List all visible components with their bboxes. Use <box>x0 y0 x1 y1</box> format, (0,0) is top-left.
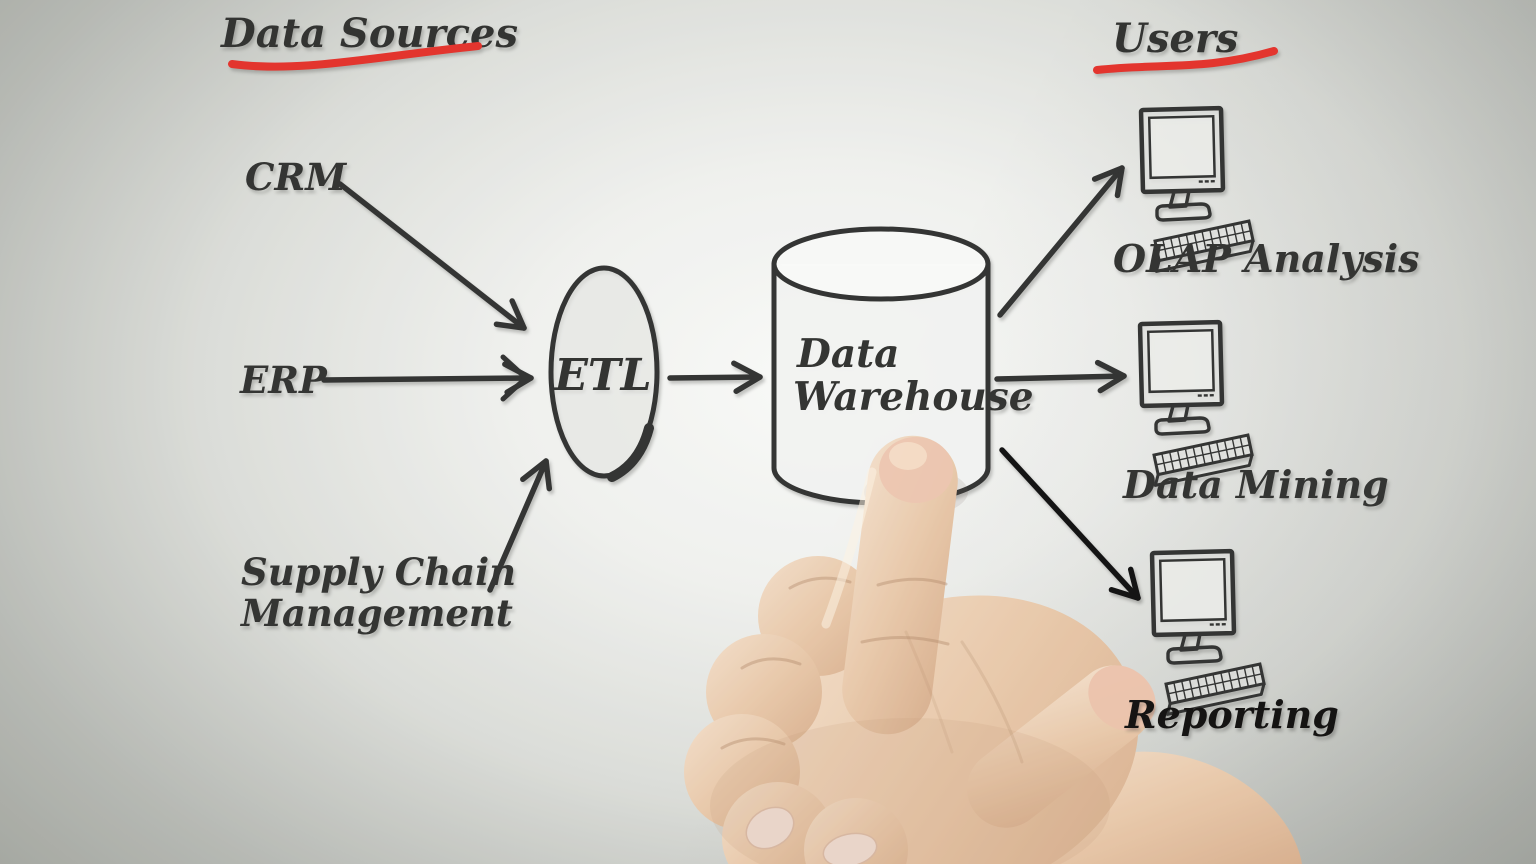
index-fingertip-highlight <box>889 442 927 470</box>
etl-ellipse-overdraw <box>607 423 654 482</box>
index-finger <box>842 435 958 735</box>
arrow-etl-to-warehouse <box>667 360 763 395</box>
source-label-crm: CRM <box>245 155 347 199</box>
red-underline-users <box>1093 47 1278 74</box>
warehouse-label-line1: Data <box>796 331 899 377</box>
fingernail <box>822 832 878 864</box>
warehouse-label-line2: Warehouse <box>793 374 1034 420</box>
arrow-erp-to-etl <box>321 361 534 395</box>
cylinder-top-ellipse <box>771 226 991 302</box>
source-label-scm-line2: Management <box>239 591 513 635</box>
fingernail <box>745 806 795 850</box>
source-label-scm-line1: Supply Chain <box>241 550 516 594</box>
etl-label: ETL <box>552 350 651 401</box>
source-label-erp: ERP <box>239 358 328 402</box>
arrow-warehouse-to-datamining <box>994 359 1127 394</box>
arrow-erp-second-chevron <box>500 354 529 402</box>
thumb-tip-blush <box>1088 665 1156 731</box>
arrow-warehouse-to-reporting <box>999 447 1141 601</box>
palm-shading <box>710 718 1110 864</box>
red-underline-data-sources <box>228 42 482 71</box>
arrow-crm-to-etl <box>337 181 527 331</box>
arrow-warehouse-to-olap <box>997 165 1125 318</box>
arrow-scm-to-etl <box>487 458 553 593</box>
hand <box>684 435 1302 864</box>
user-label-olap: OLAP Analysis <box>1113 236 1420 281</box>
user-label-datamining: Data Mining <box>1122 462 1389 507</box>
user-label-reporting: Reporting <box>1124 692 1339 737</box>
heading-users: Users <box>1112 15 1238 62</box>
etl-node: ETL <box>548 265 660 482</box>
finger-highlight <box>821 467 877 629</box>
